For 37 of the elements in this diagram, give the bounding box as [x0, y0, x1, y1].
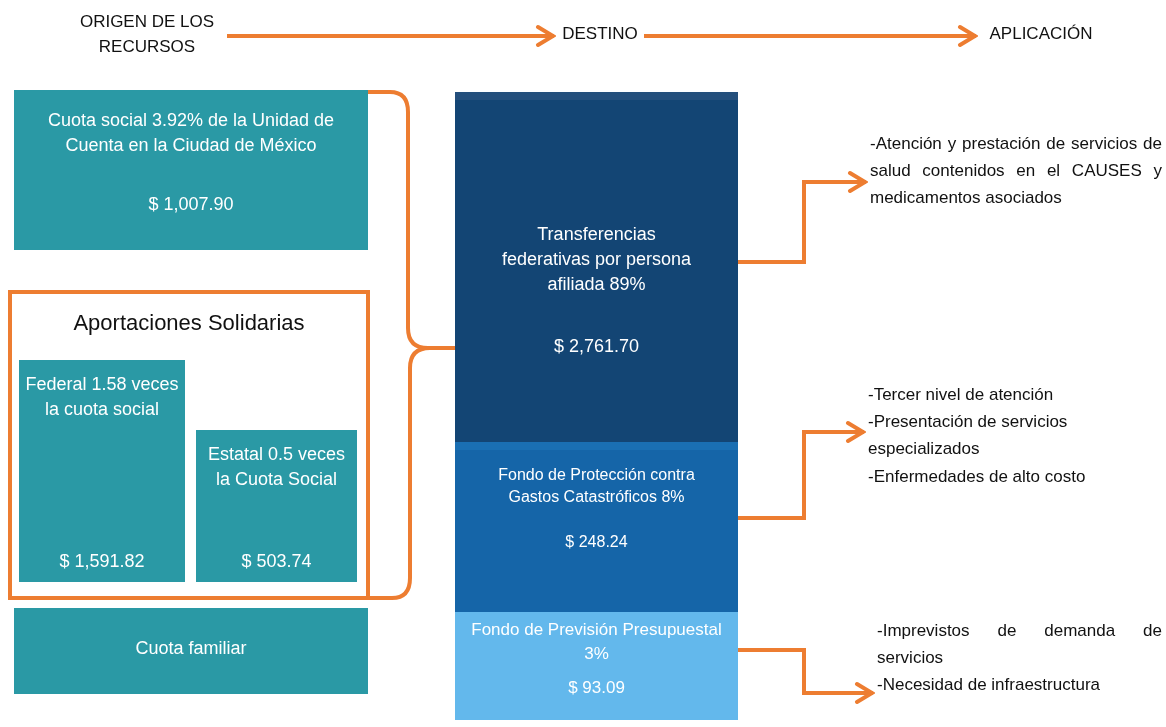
box-title: Federal 1.58 veces la cuota social [24, 373, 180, 422]
amount-text: $ 1,007.90 [147, 193, 235, 217]
funding-source-box [14, 608, 368, 694]
application-text: -Presentación de servicios especializados [868, 411, 1069, 461]
box-title: Fondo de Previsión Presupuestal 3% [470, 619, 723, 665]
box-title: Transferencias federativas por persona afiliada 89% [500, 223, 693, 297]
funding-source-box [19, 360, 185, 582]
amount-text: $ 1,591.82 [58, 549, 146, 573]
funding-source-box [14, 90, 368, 250]
amount-text: $ 248.24 [564, 531, 629, 552]
group-frame [8, 290, 370, 600]
application-text: -Imprevistos de demanda de servicios [877, 620, 1162, 670]
box-title: Fondo de Protección contra Gastos Catastróficos 8% [497, 465, 696, 508]
arrow [738, 171, 867, 264]
arrow [642, 25, 978, 47]
amount-text: $ 503.74 [240, 549, 313, 573]
application-text: -Atención y prestación de servicios de salud contenidos en el CAUSES y medicamentos asociados [870, 133, 1162, 210]
application-text: -Enfermedades de alto costo [868, 465, 1087, 488]
application-text: -Tercer nivel de atención [868, 384, 1055, 406]
box-title: Cuota familiar [134, 637, 248, 660]
funding-source-box [196, 430, 357, 582]
column-heading: APLICACIÓN [978, 22, 1104, 47]
column-heading: DESTINO [556, 22, 644, 47]
amount-text: $ 93.09 [567, 676, 626, 699]
arrow [738, 648, 874, 704]
box-title: Estatal 0.5 veces la Cuota Social [206, 443, 347, 492]
group-title: Aportaciones Solidarias [72, 310, 306, 336]
amount-text: $ 2,761.70 [552, 334, 641, 358]
allocation-block [455, 92, 738, 442]
column-heading: ORIGEN DE LOS RECURSOS [67, 10, 227, 60]
allocation-block [455, 442, 738, 612]
arrow [225, 25, 556, 47]
brace-connector [370, 346, 455, 600]
allocation-block [455, 612, 738, 720]
arrow [738, 421, 865, 520]
box-title: Cuota social 3.92% de la Unidad de Cuenta en la Ciudad de México [46, 109, 336, 158]
application-text: -Necesidad de infraestructura [877, 674, 1101, 697]
